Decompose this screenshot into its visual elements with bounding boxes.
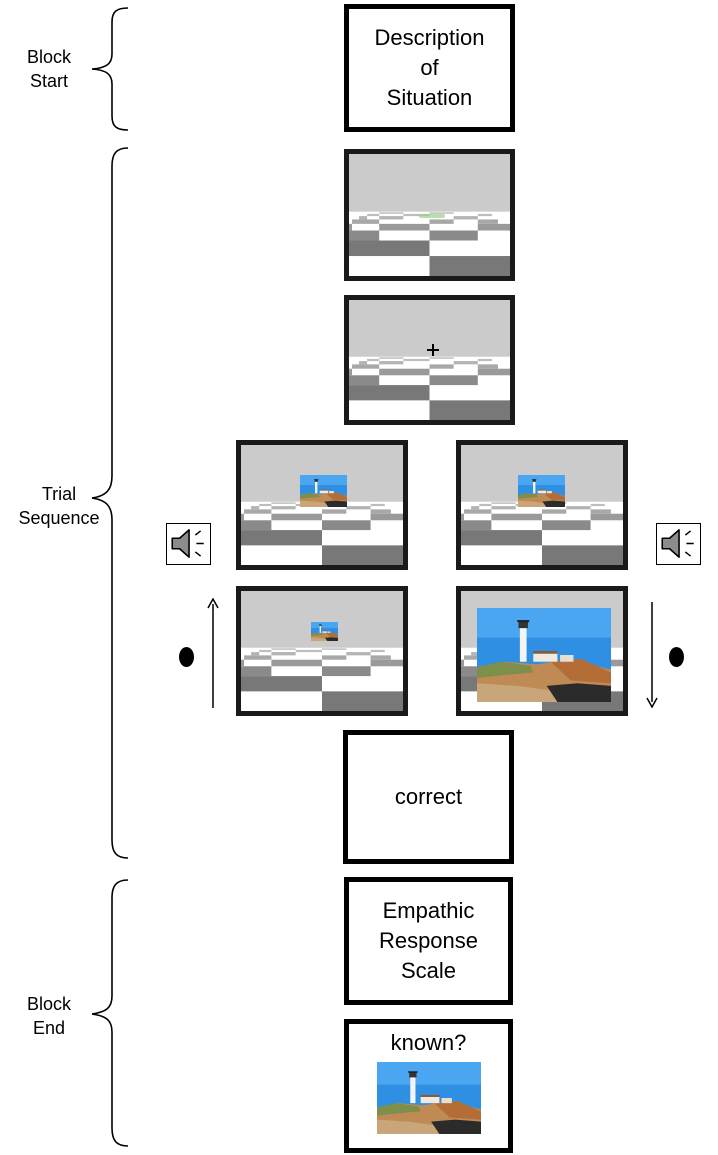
lighthouse-photo-known xyxy=(376,1062,481,1134)
scene-panel-fixation xyxy=(344,295,515,425)
empathic-response-scale-box: Empathic Response Scale xyxy=(344,877,513,1005)
feedback-box: correct xyxy=(343,730,514,864)
scene-panel-right-end xyxy=(456,586,628,716)
label-block-start: Block Start xyxy=(26,47,71,91)
label-block-end: Block End xyxy=(26,994,71,1038)
sound-cue-right xyxy=(656,523,701,565)
brace-block-end xyxy=(91,879,129,1147)
lighthouse-photo xyxy=(518,475,565,507)
black-dot-icon-right xyxy=(669,647,684,667)
fixation-cross-icon xyxy=(427,344,439,356)
faint-target-smudge xyxy=(419,214,445,218)
scene-panel-initial xyxy=(344,149,515,281)
known-text: known? xyxy=(390,1030,467,1055)
label-trial-sequence: Trial Sequence xyxy=(18,484,100,528)
down-arrow-icon xyxy=(646,602,658,708)
known-question-box: known? xyxy=(344,1019,513,1153)
description-text: Description of Situation xyxy=(374,25,485,110)
lighthouse-photo-small xyxy=(311,622,338,641)
black-dot-icon-left xyxy=(179,647,194,667)
empathic-text: Empathic Response Scale xyxy=(378,898,479,983)
scene-panel-left-end xyxy=(236,586,408,716)
sound-cue-left xyxy=(166,523,211,565)
lighthouse-photo-large xyxy=(477,608,611,702)
scene-panel-left-start xyxy=(236,440,408,570)
description-of-situation-box: Description of Situation xyxy=(344,4,515,132)
brace-block-start xyxy=(91,7,129,131)
speaker-icon xyxy=(657,524,699,563)
brace-trial-sequence xyxy=(91,147,129,859)
scene-panel-right-start xyxy=(456,440,628,570)
up-arrow-icon xyxy=(207,598,219,708)
speaker-icon xyxy=(167,524,209,563)
lighthouse-photo xyxy=(300,475,347,507)
feedback-text: correct xyxy=(394,784,463,809)
